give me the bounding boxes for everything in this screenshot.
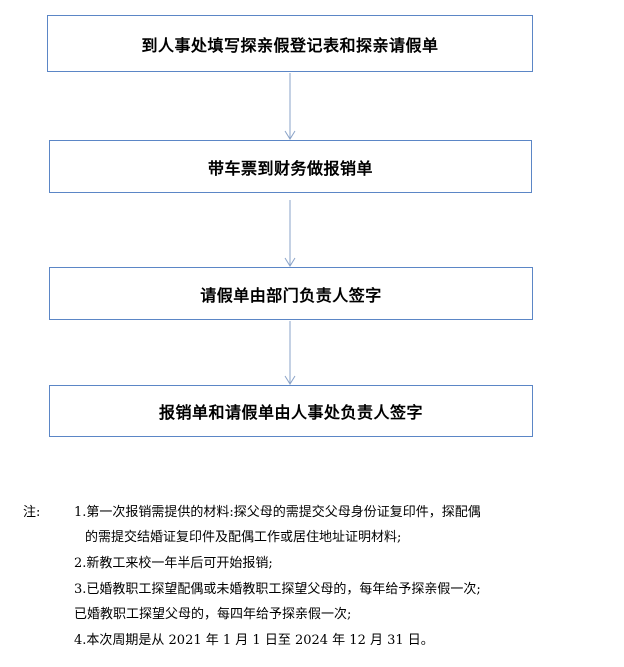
arrow-3-to-4-head [284,375,296,385]
notes-label: 注: [23,505,41,520]
flow-step-2-label: 带车票到财务做报销单 [207,158,373,178]
arrow-2-to-3-head [284,257,296,267]
flow-step-3: 请假单由部门负责人签字 [49,267,533,320]
note-1-line-1: 1.第一次报销需提供的材料:探父母的需提交父母身份证复印件，探配偶 [74,505,481,520]
note-1-line-2: 的需提交结婚证复印件及配偶工作或居住地址证明材料; [85,530,402,545]
flow-step-4: 报销单和请假单由人事处负责人签字 [49,385,533,437]
flow-step-1: 到人事处填写探亲假登记表和探亲请假单 [47,15,533,72]
arrow-1-to-2-head [284,130,296,140]
flow-step-1-label: 到人事处填写探亲假登记表和探亲请假单 [141,35,439,55]
flow-step-3-label: 请假单由部门负责人签字 [200,285,382,305]
flow-step-2: 带车票到财务做报销单 [49,140,532,193]
note-3-line-1: 3.已婚教职工探望配偶或未婚教职工探望父母的，每年给予探亲假一次; [74,582,481,597]
note-3-line-2: 已婚教职工探望父母的，每四年给予探亲假一次; [74,607,352,622]
note-2: 2.新教工来校一年半后可开始报销; [74,556,273,571]
note-4: 4.本次周期是从 2021 年 1 月 1 日至 2024 年 12 月 31 … [74,633,434,648]
flow-step-4-label: 报销单和请假单由人事处负责人签字 [158,403,423,422]
